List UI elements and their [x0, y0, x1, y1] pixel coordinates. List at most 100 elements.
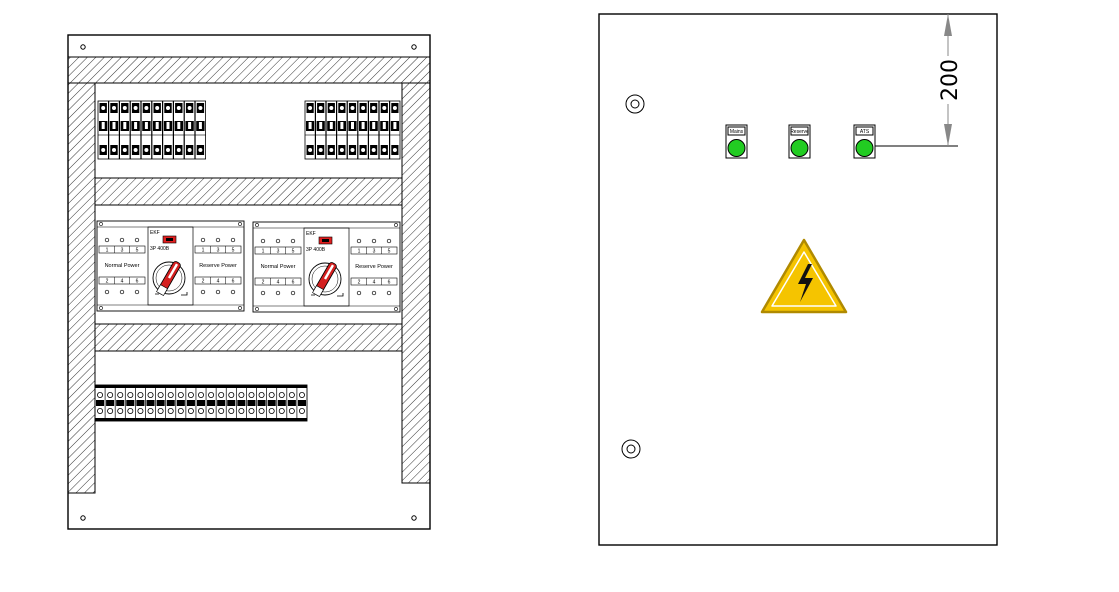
circuit-breaker	[108, 100, 120, 160]
terminal-number: 6	[388, 280, 391, 286]
circuit-breaker	[183, 100, 196, 160]
door-lock-top	[625, 94, 645, 114]
terminal-block	[94, 385, 105, 421]
circuit-breaker	[173, 100, 185, 160]
terminal-number: 2	[262, 280, 265, 286]
terminal-block	[165, 385, 175, 421]
terminal-number: 4	[121, 279, 124, 285]
terminal-number: 1	[262, 249, 265, 255]
terminal-block	[114, 385, 125, 421]
mounting-hole	[411, 515, 417, 521]
indicator-label-3: ATS	[860, 129, 870, 135]
terminal-number: 2	[202, 279, 205, 285]
terminal-block	[205, 385, 216, 421]
terminal-block	[155, 385, 165, 421]
door-outline	[598, 13, 998, 546]
circuit-breaker	[378, 100, 390, 160]
terminal-number: 1	[358, 249, 361, 255]
door-lock-bottom	[621, 439, 641, 459]
circuit-breaker	[129, 100, 142, 160]
circuit-breaker	[151, 100, 163, 160]
terminal-block	[175, 385, 185, 421]
ats-model: 3P 400B	[306, 247, 326, 253]
terminal-number: 3	[277, 249, 280, 255]
top-rail	[67, 56, 431, 84]
circuit-breaker	[357, 100, 369, 160]
breaker-group-right	[304, 100, 401, 160]
normal-power-label: Normal Power	[261, 264, 296, 270]
circuit-breaker	[119, 100, 131, 160]
green-lamp-icon	[727, 139, 746, 157]
terminal-block	[215, 385, 226, 421]
terminal-block	[135, 385, 145, 421]
mounting-hole	[411, 44, 417, 50]
terminal-block	[145, 385, 155, 421]
indicator-label-1: Mains	[730, 129, 744, 135]
terminal-number: 6	[292, 280, 295, 286]
circuit-breaker	[368, 100, 380, 160]
indicator-lamp-2: Reserve	[788, 124, 811, 159]
terminal-block	[246, 385, 256, 421]
terminal-number: 6	[232, 279, 235, 285]
reserve-power-label: Reserve Power	[355, 264, 393, 270]
indicator-lamp-3: ATS	[853, 124, 876, 159]
circuit-breaker	[315, 100, 327, 160]
mounting-hole	[80, 44, 86, 50]
breaker-group-left	[97, 100, 206, 160]
terminal-number: 6	[136, 279, 139, 285]
dimension-label: 200	[938, 59, 963, 101]
normal-power-label: Normal Power	[105, 263, 140, 269]
circuit-breaker	[304, 100, 316, 160]
circuit-breaker	[325, 100, 337, 160]
terminal-block	[276, 385, 286, 421]
terminal-number: 4	[217, 279, 220, 285]
terminal-block	[124, 385, 135, 421]
terminal-number: 5	[292, 249, 295, 255]
terminal-number: 5	[232, 248, 235, 254]
terminal-number: 5	[136, 248, 139, 254]
right-rail	[401, 82, 431, 484]
terminal-number: 3	[217, 248, 220, 254]
green-lamp-icon	[790, 139, 809, 157]
reserve-power-label: Reserve Power	[199, 263, 237, 269]
circuit-breaker	[97, 100, 109, 160]
terminal-block	[286, 385, 296, 421]
terminal-number: 4	[277, 280, 280, 286]
circuit-breaker	[140, 100, 152, 160]
terminal-number: 5	[388, 249, 391, 255]
ats-switch-center: EKF 3P 400B	[303, 227, 350, 307]
high-voltage-warning-icon	[760, 238, 848, 314]
terminal-number: 2	[106, 279, 109, 285]
middle-rail-upper	[94, 177, 403, 206]
terminal-block	[185, 385, 195, 421]
terminal-number: 3	[121, 248, 124, 254]
terminal-block	[104, 385, 115, 421]
indicator-lamp-1: Mains	[725, 124, 748, 159]
green-lamp-icon	[855, 139, 874, 157]
terminal-number: 2	[358, 280, 361, 286]
terminal-number: 1	[202, 248, 205, 254]
dimension-200: 200	[862, 13, 963, 147]
circuit-breaker	[162, 100, 174, 160]
ats-brand: EKF	[306, 231, 316, 237]
circuit-breaker	[346, 100, 358, 160]
circuit-breaker	[389, 100, 401, 160]
terminal-number: 1	[106, 248, 109, 254]
terminal-number: 4	[373, 280, 376, 286]
terminal-block	[296, 385, 306, 421]
right-panel: Mains Reserve ATS 200	[598, 13, 998, 546]
ats-brand: EKF	[150, 230, 160, 236]
ats-model: 3P 400B	[150, 246, 170, 252]
terminal-block	[256, 385, 266, 421]
terminal-block	[266, 385, 276, 421]
indicator-label-2: Reserve	[790, 129, 809, 135]
circuit-breaker	[194, 100, 206, 160]
